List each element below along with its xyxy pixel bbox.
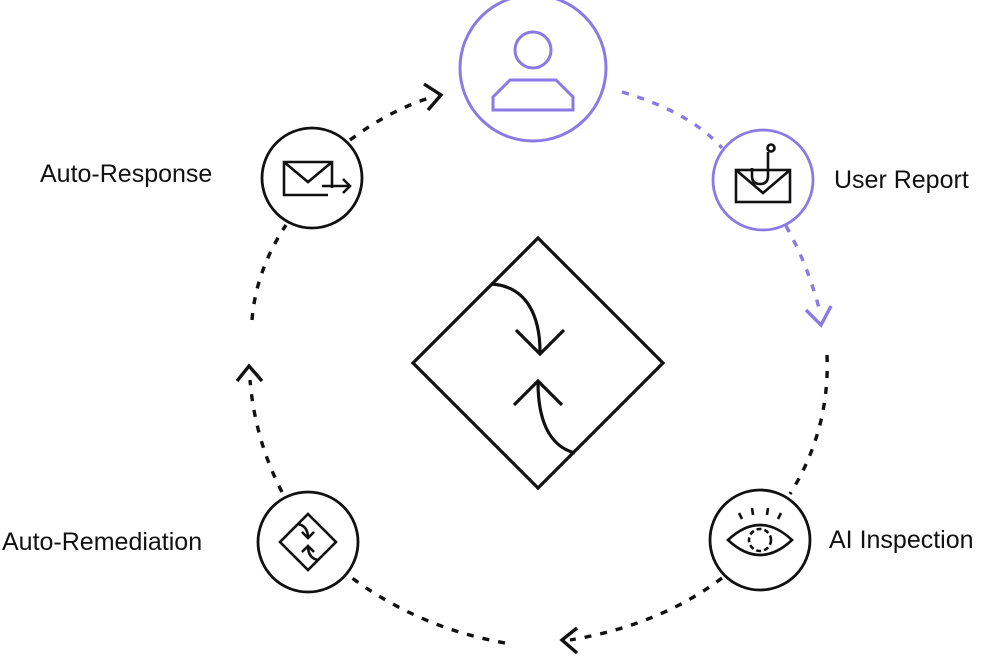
arrowhead-to-user [423,82,444,112]
label-user-report: User Report [834,166,969,194]
node-auto-remediation [256,490,360,594]
remediation-diamond-icon [278,512,338,572]
connector-user-to-user-report [621,90,724,150]
phishing-mail-icon [734,143,792,204]
arrowhead-left-up [235,363,264,383]
node-user [458,0,608,143]
label-ai-inspection: AI Inspection [829,526,974,554]
mail-forward-icon [282,160,352,197]
label-auto-remediation: Auto-Remediation [2,528,203,556]
connector-user-report-to-ai-inspection-upper [784,225,822,313]
label-auto-response: Auto-Response [40,160,213,188]
node-ai-inspection [708,488,812,592]
connector-auto-remediation-to-auto-response-lower [248,379,284,493]
connector-user-report-to-ai-inspection-lower [788,354,829,495]
connector-ai-inspection-to-auto-remediation-left [350,576,506,645]
node-user-report [711,128,815,232]
connectors [235,82,833,655]
cycle-diamond-icon [410,235,666,491]
connector-auto-remediation-to-auto-response-upper [250,224,288,321]
connector-ai-inspection-to-auto-remediation-right [569,576,724,642]
eye-icon [726,507,794,557]
arrowhead-user-report-down [804,305,833,328]
connector-auto-response-to-user [348,95,433,142]
node-auto-response [260,126,364,230]
arrowhead-bottom-left [559,626,579,655]
user-icon [491,30,575,112]
